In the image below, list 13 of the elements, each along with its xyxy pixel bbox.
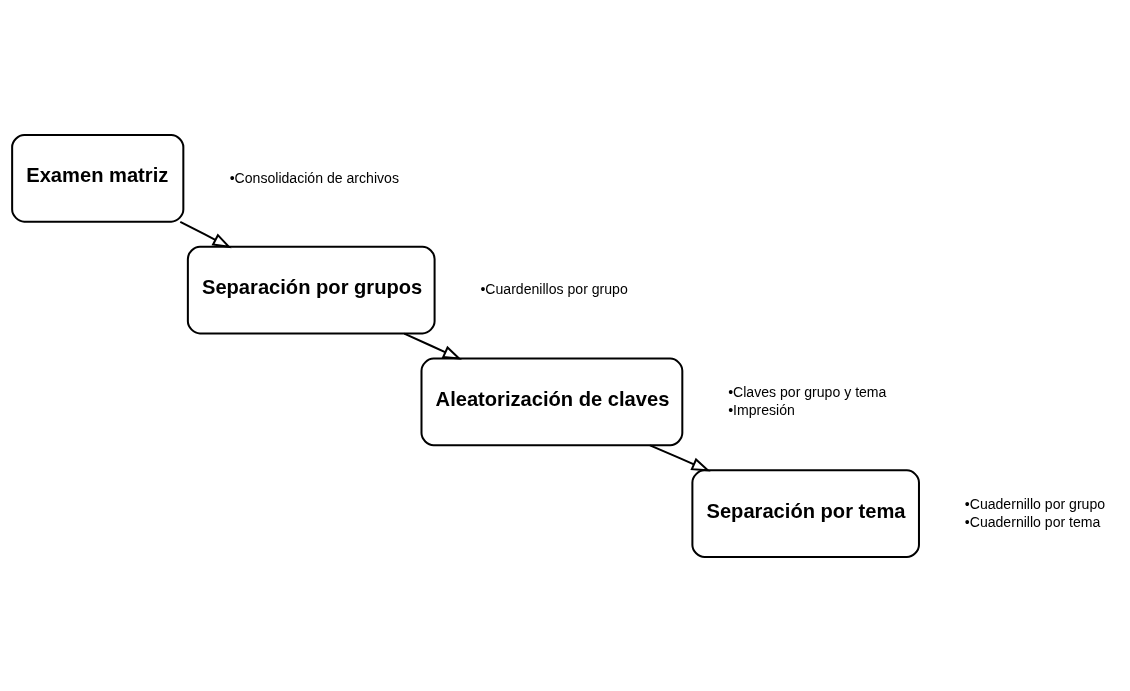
node-box: Aleatorización de claves [420,357,684,446]
node-label: •Cuadernillo por grupo [964,495,1106,512]
node-label: •Cuardenillos por grupo [480,280,628,297]
node-box: Separación por grupos [186,245,436,334]
node-label: •Cuadernillo por tema [964,513,1101,530]
arrow [403,332,462,360]
node-label: •Claves por grupo y tema [728,383,887,400]
node-box: Examen matriz [11,133,185,223]
node-label: •Impresión [728,401,795,418]
node-box: Separación por tema [691,468,920,558]
node-label: •Consolidación de archivos [229,169,399,186]
arrow [179,220,232,248]
arrow [649,443,711,472]
